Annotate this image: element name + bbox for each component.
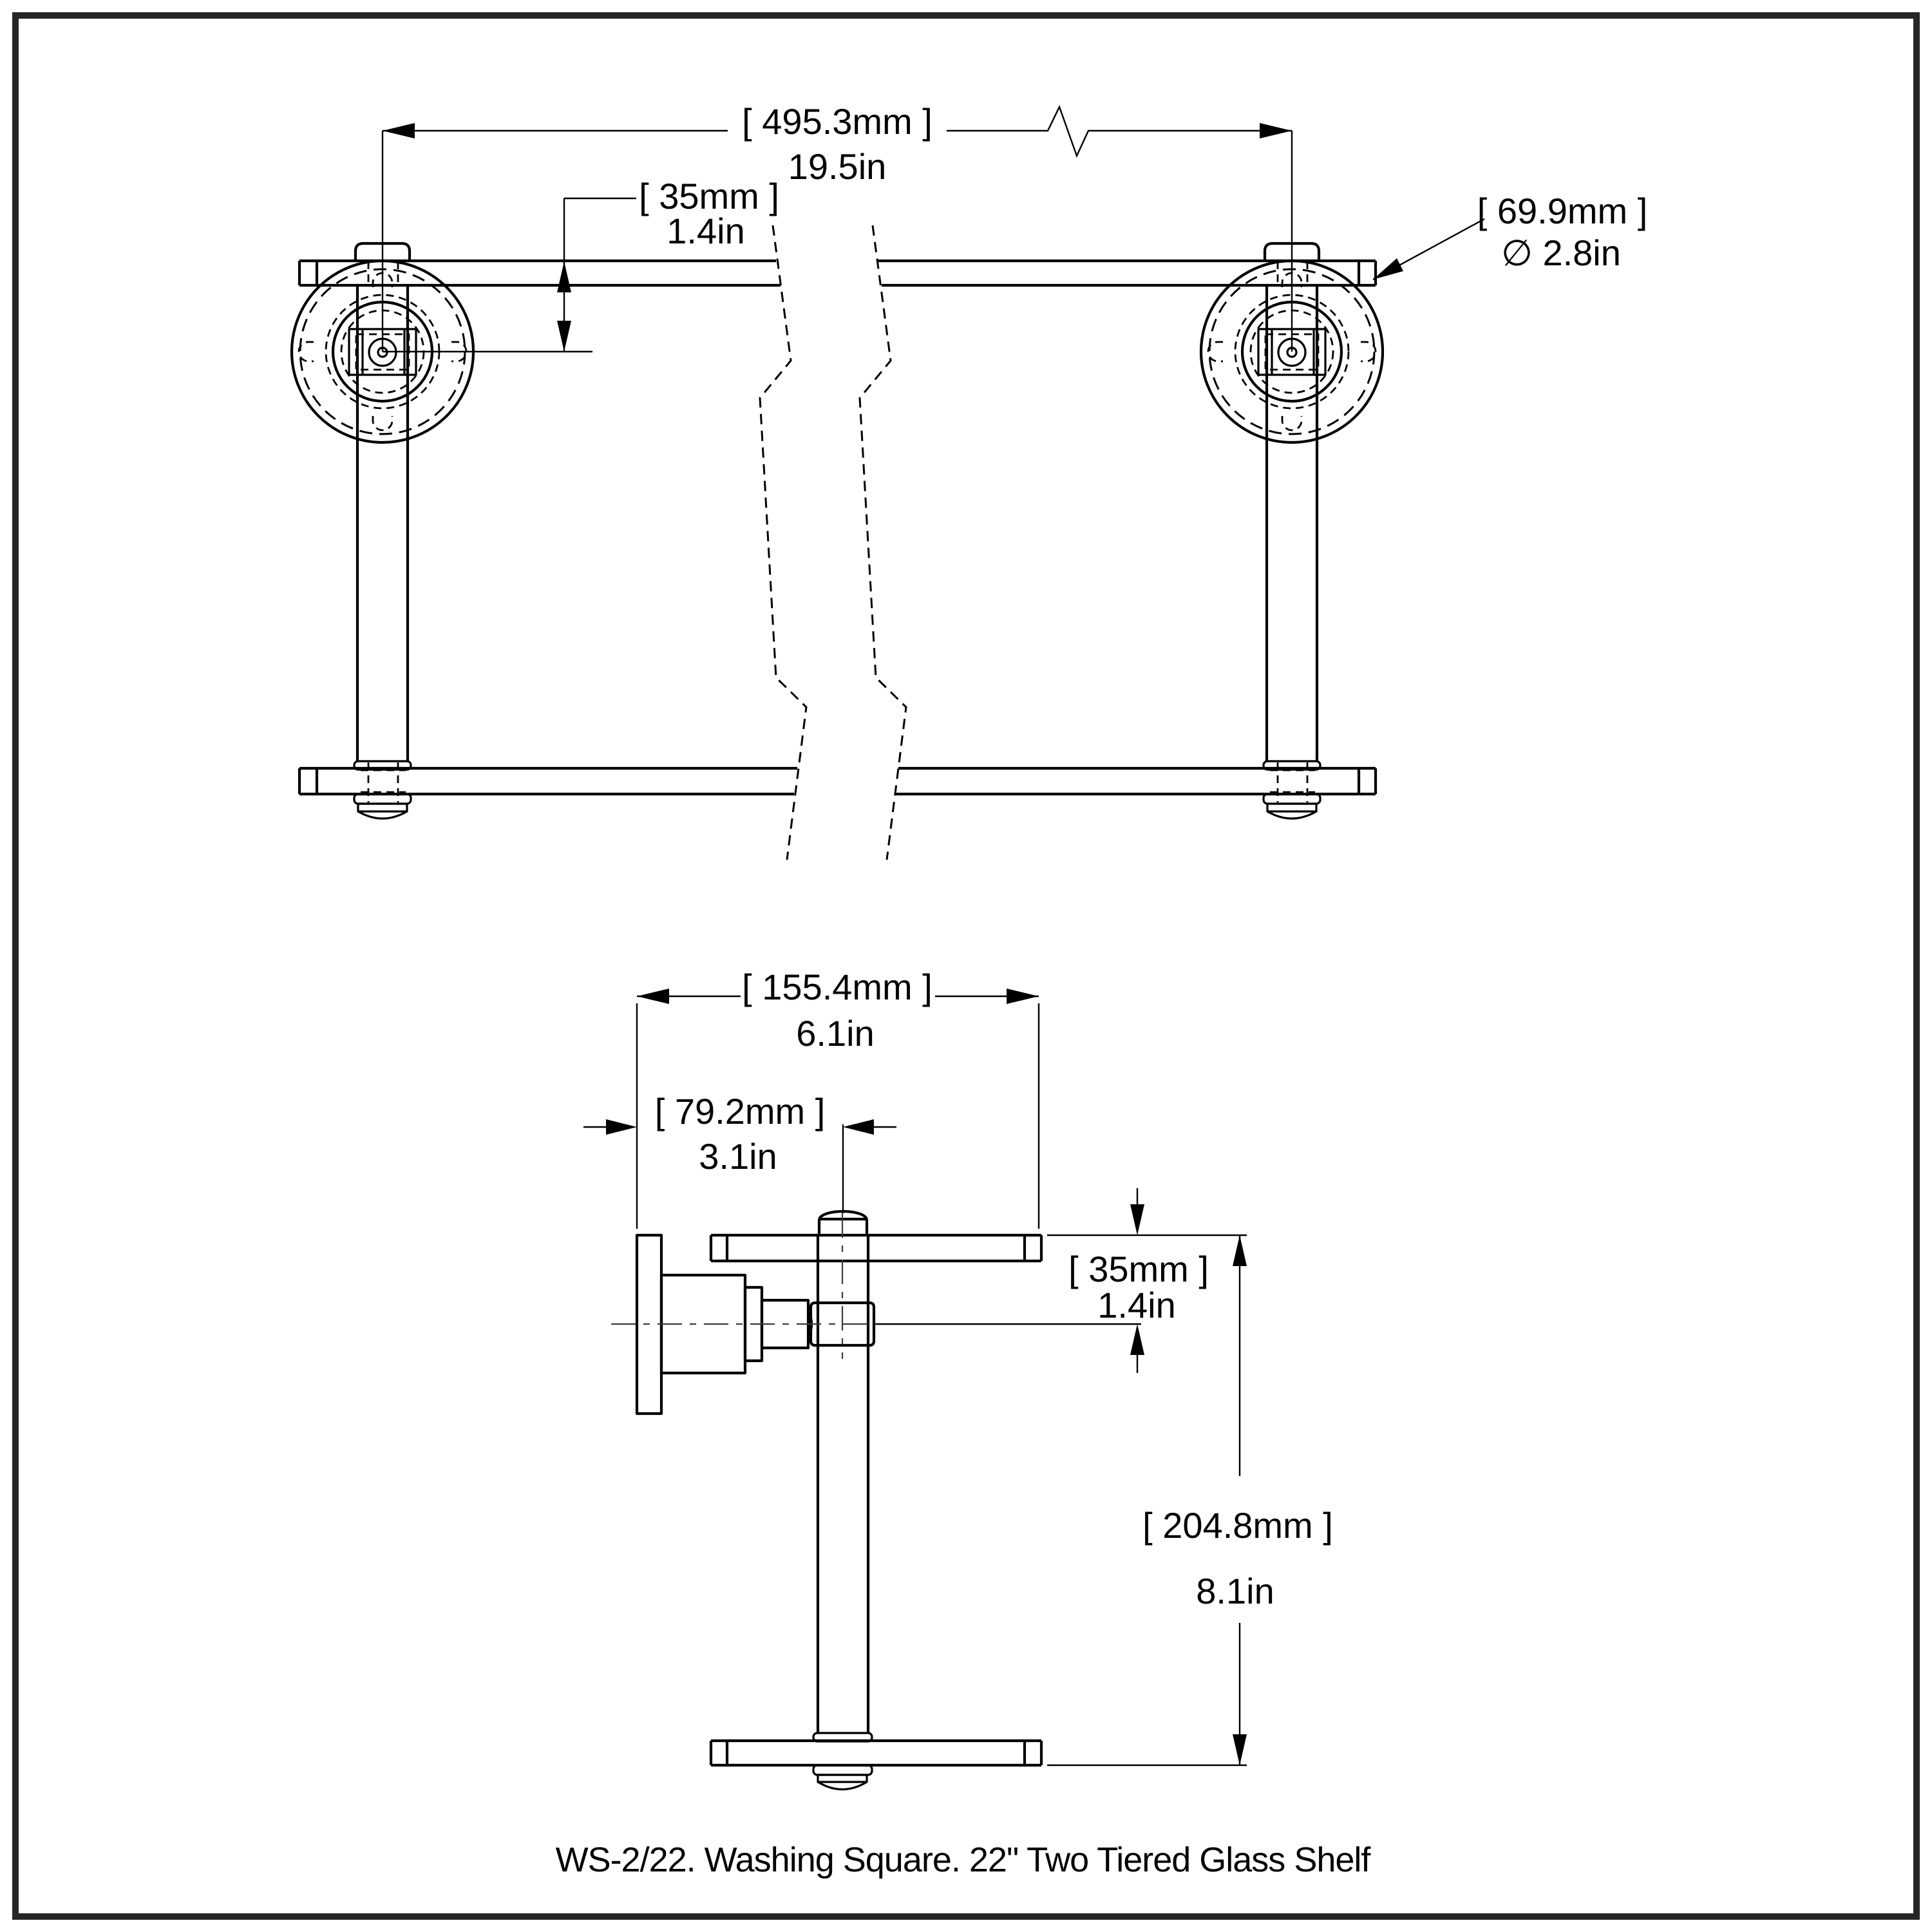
dim-drop-in: 1.4in [667, 211, 744, 251]
arrowhead-right [1260, 123, 1292, 138]
end-cap [817, 1774, 868, 1783]
arrowhead-left [383, 123, 415, 138]
end-cap-dome [817, 1781, 867, 1791]
shelf-collar [1262, 793, 1321, 805]
dim-width-mm: [ 495.3mm ] [742, 101, 933, 142]
front-bottom-shelf [298, 766, 1378, 796]
dim-wallpole-mm: [ 79.2mm ] [655, 1091, 826, 1132]
dim-tier-in: 8.1in [1196, 1571, 1274, 1611]
front-view: [ 495.3mm ] 19.5in [ 35mm ] 1.4in [ 69.9… [290, 101, 1648, 860]
side-dim-tier: [ 204.8mm ] 8.1in [1047, 1235, 1333, 1766]
side-pole [816, 1209, 870, 1733]
dim-depth-mm: [ 155.4mm ] [742, 967, 933, 1007]
flange-hidden-circle [1234, 294, 1350, 410]
shelf-collar [812, 1764, 873, 1776]
dim-depth-in: 6.1in [796, 1013, 874, 1054]
shelf-collar [1262, 760, 1321, 771]
end-cap [1266, 802, 1318, 813]
dim-width-in: 19.5in [788, 146, 887, 187]
side-dim-drop: [ 35mm ] 1.4in [876, 1188, 1247, 1373]
dim-flange-mm: [ 69.9mm ] [1477, 191, 1648, 231]
arrowhead-left [843, 1119, 874, 1135]
dim-sidedrop-mm: [ 35mm ] [1068, 1249, 1209, 1289]
front-top-shelf [298, 259, 1378, 287]
end-cap-dome [357, 810, 408, 820]
border-frame [12, 12, 1920, 1920]
arrowhead [1373, 258, 1403, 279]
arrowhead-right [1007, 989, 1039, 1004]
dim-lines [583, 1124, 896, 1213]
arrowhead-up [557, 261, 571, 292]
side-bottom-fitting [812, 1732, 873, 1791]
front-post-caps [354, 242, 1321, 261]
dim-lines [383, 197, 636, 353]
arrowhead-left [637, 989, 669, 1004]
front-posts [355, 285, 1319, 761]
spigot-hidden [1270, 762, 1315, 802]
end-cap-dome [1267, 810, 1317, 820]
front-dim-flange: [ 69.9mm ] ∅ 2.8in [1372, 191, 1648, 281]
dim-lines [876, 1188, 1247, 1373]
shelf-collar [353, 793, 412, 805]
side-dim-depth: [ 155.4mm ] 6.1in [636, 967, 1040, 1229]
arrowhead-down [557, 321, 571, 352]
front-dim-drop: [ 35mm ] 1.4in [383, 176, 779, 353]
side-shelves [709, 1233, 1043, 1767]
dim-lines [381, 104, 1293, 352]
arrowhead-up [1233, 1235, 1247, 1266]
front-left-bottom-fitting [353, 760, 412, 820]
side-view: [ 155.4mm ] 6.1in [ 79.2mm ] 3.1in [ 35m… [583, 967, 1333, 1791]
side-dim-wall-to-pole: [ 79.2mm ] 3.1in [583, 1091, 896, 1213]
break-lines [759, 225, 907, 860]
centerlines [611, 1213, 876, 1359]
dim-wallpole-in: 3.1in [699, 1136, 777, 1177]
dim-flange-in: ∅ 2.8in [1501, 232, 1621, 273]
dim-drop-mm: [ 35mm ] [639, 176, 779, 216]
flange-spigot-hidden [1276, 261, 1309, 285]
arrowhead-down [1130, 1204, 1144, 1235]
dim-lines [636, 995, 1040, 1229]
flange-slots [1207, 272, 1377, 431]
caption: WS-2/22. Washing Square. 22" Two Tiered … [556, 1841, 1372, 1879]
dim-sidedrop-in: 1.4in [1097, 1285, 1175, 1325]
flange-spigot-hidden [367, 261, 399, 285]
dim-tier-mm: [ 204.8mm ] [1142, 1505, 1333, 1546]
arrowhead-down [1233, 1734, 1247, 1765]
flange-bolt-block [1257, 328, 1327, 376]
front-right-bottom-fitting [1262, 760, 1321, 820]
shelf-collar [812, 1732, 873, 1743]
spigot-hidden [361, 762, 406, 802]
front-dim-width: [ 495.3mm ] 19.5in [381, 101, 1293, 352]
arrowhead-right [606, 1119, 637, 1135]
shelf-collar [353, 760, 412, 771]
end-cap [357, 802, 408, 813]
arrowhead-up [1130, 1324, 1144, 1355]
